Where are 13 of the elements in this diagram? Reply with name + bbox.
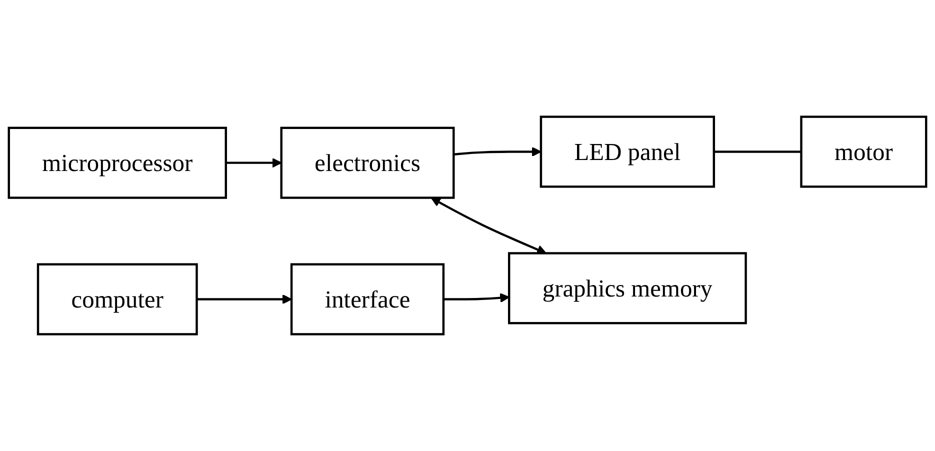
node-box: motor	[800, 116, 928, 188]
arrow	[443, 292, 510, 303]
node-box: computer	[36, 263, 198, 336]
node-box: LED panel	[540, 116, 716, 188]
node-box: interface	[290, 263, 445, 336]
node-box: graphics memory	[508, 252, 747, 324]
node-box: microprocessor	[8, 126, 227, 199]
arrow	[226, 158, 282, 168]
arrow	[454, 146, 542, 157]
node-box: electronics	[280, 126, 455, 199]
arrow	[430, 198, 546, 254]
arrow	[196, 294, 292, 304]
connector	[714, 150, 802, 153]
